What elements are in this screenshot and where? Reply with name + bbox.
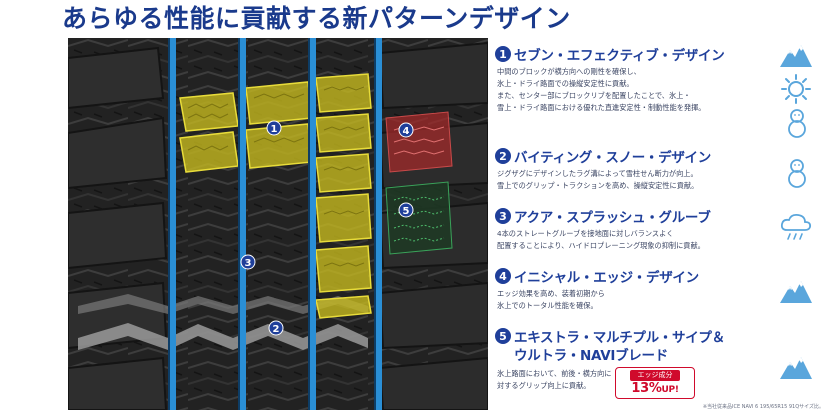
cloud-rain-icon [780, 213, 812, 240]
mountain-snow-icon [780, 45, 812, 67]
badge-value: 13%UP! [616, 381, 694, 398]
edge-component-badge: エッジ成分 13%UP! [615, 367, 695, 399]
feature-3-number: 3 [495, 208, 511, 224]
feature-5-title: エキストラ・マルチプル・サイプ＆ [514, 330, 725, 346]
feature-5: 5 エキストラ・マルチプル・サイプ＆ ウルトラ・NAVIブレード 氷上路面におい… [495, 326, 763, 392]
page-title: あらゆる性能に貢献する新パターンデザイン [62, 4, 571, 33]
feature-2: 2 バイティング・スノー・デザイン ジグザグにデザインしたラグ溝によって雪柱せん… [495, 146, 763, 192]
marker-1: 1 [266, 120, 282, 136]
footnote: ※当社従来品ICE NAVI 6 195/65R15 91Qサイズ比。 [702, 404, 824, 410]
marker-4: 4 [398, 122, 414, 138]
feature-5-number: 5 [495, 328, 511, 344]
mountain-snow-icon [780, 357, 812, 379]
feature-1: 1 セブン・エフェクティブ・デザイン 中間のブロックが横方向への剛性を確保し、 … [495, 44, 763, 114]
feature-3: 3 アクア・スプラッシュ・グルーブ 4本のストレートグルーブを接地面に対しバラン… [495, 206, 763, 252]
snowman-icon [788, 109, 806, 138]
feature-5-line: 対するグリップ向上に貢献。 [497, 381, 591, 390]
shoulder-blocks-left [68, 46, 168, 410]
sun-icon [781, 74, 811, 104]
marker-3-label: 3 [245, 258, 252, 269]
center-block-sipes [187, 86, 365, 267]
feature-5-description: 氷上路面において、前後・横方向に 対するグリップ向上に貢献。 [497, 368, 763, 392]
badge-suffix: UP! [661, 385, 679, 395]
badge-label: エッジ成分 [630, 370, 680, 381]
feature-1-description: 中間のブロックが横方向への剛性を確保し、 氷上・ドライ路面での操縦安定性に貢献。… [497, 66, 763, 114]
feature-2-line: ジグザグにデザインしたラグ溝によって雪柱せん断力が向上。 [497, 169, 698, 178]
snowman-icon [788, 159, 806, 188]
feature-4-description: エッジ効果を高め、装着初期から 氷上でのトータル性能を確保。 [497, 288, 763, 312]
feature-5-title-line2: ウルトラ・NAVIブレード [514, 348, 668, 364]
initial-edge-highlight [385, 111, 453, 173]
multiple-sipe-highlight [385, 181, 453, 255]
feature-2-number: 2 [495, 148, 511, 164]
feature-1-title: セブン・エフェクティブ・デザイン [514, 48, 725, 64]
marker-5-label: 5 [403, 206, 410, 217]
marker-1-label: 1 [271, 124, 278, 135]
feature-5-line: 氷上路面において、前後・横方向に [497, 369, 612, 378]
feature-4-title: イニシャル・エッジ・デザイン [514, 270, 699, 286]
center-block-highlight [179, 73, 372, 319]
marker-2: 2 [268, 320, 284, 336]
tire-tread-image: 1 2 3 4 5 [68, 38, 488, 410]
feature-4: 4 イニシャル・エッジ・デザイン エッジ効果を高め、装着初期から 氷上でのトータ… [495, 266, 763, 312]
zigzag-lug-highlight [78, 323, 368, 350]
feature-2-description: ジグザグにデザインしたラグ溝によって雪柱せん断力が向上。 雪上でのグリップ・トラ… [497, 168, 763, 192]
feature-1-line: また、センター部にブロックリブを配置したことで、氷上・ [497, 91, 691, 100]
marker-3: 3 [240, 254, 256, 270]
feature-4-line: エッジ効果を高め、装着初期から [497, 289, 605, 298]
feature-3-line: 4本のストレートグルーブを接地面に対しバランスよく [497, 229, 674, 238]
feature-4-line: 氷上でのトータル性能を確保。 [497, 301, 598, 310]
feature-3-line: 配置することにより、ハイドロプレーニング現象の抑制に貢献。 [497, 241, 705, 250]
feature-3-description: 4本のストレートグルーブを接地面に対しバランスよく 配置することにより、ハイドロ… [497, 228, 763, 252]
zigzag-lug-highlight-2 [78, 294, 368, 314]
feature-panel: 1 セブン・エフェクティブ・デザイン 中間のブロックが横方向への剛性を確保し、 … [495, 40, 820, 412]
marker-2-label: 2 [273, 324, 280, 335]
feature-3-title: アクア・スプラッシュ・グルーブ [514, 210, 711, 226]
feature-1-number: 1 [495, 46, 511, 62]
marker-5: 5 [398, 202, 414, 218]
feature-1-line: 氷上・ドライ路面での操縦安定性に貢献。 [497, 79, 634, 88]
feature-2-title: バイティング・スノー・デザイン [514, 150, 711, 166]
mountain-snow-icon [780, 281, 812, 303]
badge-percent: 13% [631, 381, 662, 396]
feature-1-line: 雪上・ドライ路面における優れた直進安定性・制動性能を発揮。 [497, 103, 706, 112]
feature-4-number: 4 [495, 268, 511, 284]
straight-grooves [168, 38, 382, 410]
feature-1-line: 中間のブロックが横方向への剛性を確保し、 [497, 67, 641, 76]
feature-2-line: 雪上でのグリップ・トラクションを高め、操縦安定性に貢献。 [497, 181, 699, 190]
groove-shadows [168, 38, 376, 410]
marker-4-label: 4 [403, 126, 410, 137]
